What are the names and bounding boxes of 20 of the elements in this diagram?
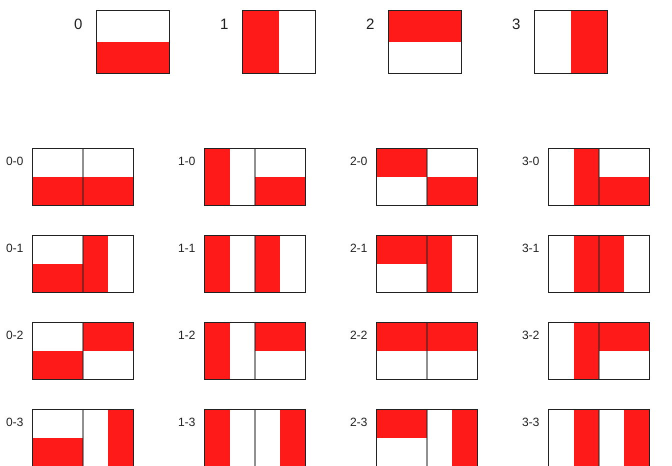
- tile-label: 0-2: [6, 328, 24, 342]
- tile-label: 3-3: [522, 415, 540, 429]
- tile-label: 2: [366, 16, 374, 33]
- tile-label: 2-3: [350, 415, 368, 429]
- tile-label: 1-3: [178, 415, 196, 429]
- tile-label: 3-1: [522, 241, 540, 255]
- tile-label: 1-1: [178, 241, 196, 255]
- tile-label: 2-1: [350, 241, 368, 255]
- tile-label: 2-0: [350, 154, 368, 168]
- tile-label: 3-2: [522, 328, 540, 342]
- tile-label: 1: [220, 16, 228, 33]
- tile-label: 1-2: [178, 328, 196, 342]
- tile-label: 0: [74, 16, 82, 33]
- tile-label: 0-1: [6, 241, 24, 255]
- tile-label: 1-0: [178, 154, 196, 168]
- tile-label: 3-0: [522, 154, 540, 168]
- tile-label: 2-2: [350, 328, 368, 342]
- tile-label: 0-3: [6, 415, 24, 429]
- tile-label: 0-0: [6, 154, 24, 168]
- tile-label: 3: [512, 16, 520, 33]
